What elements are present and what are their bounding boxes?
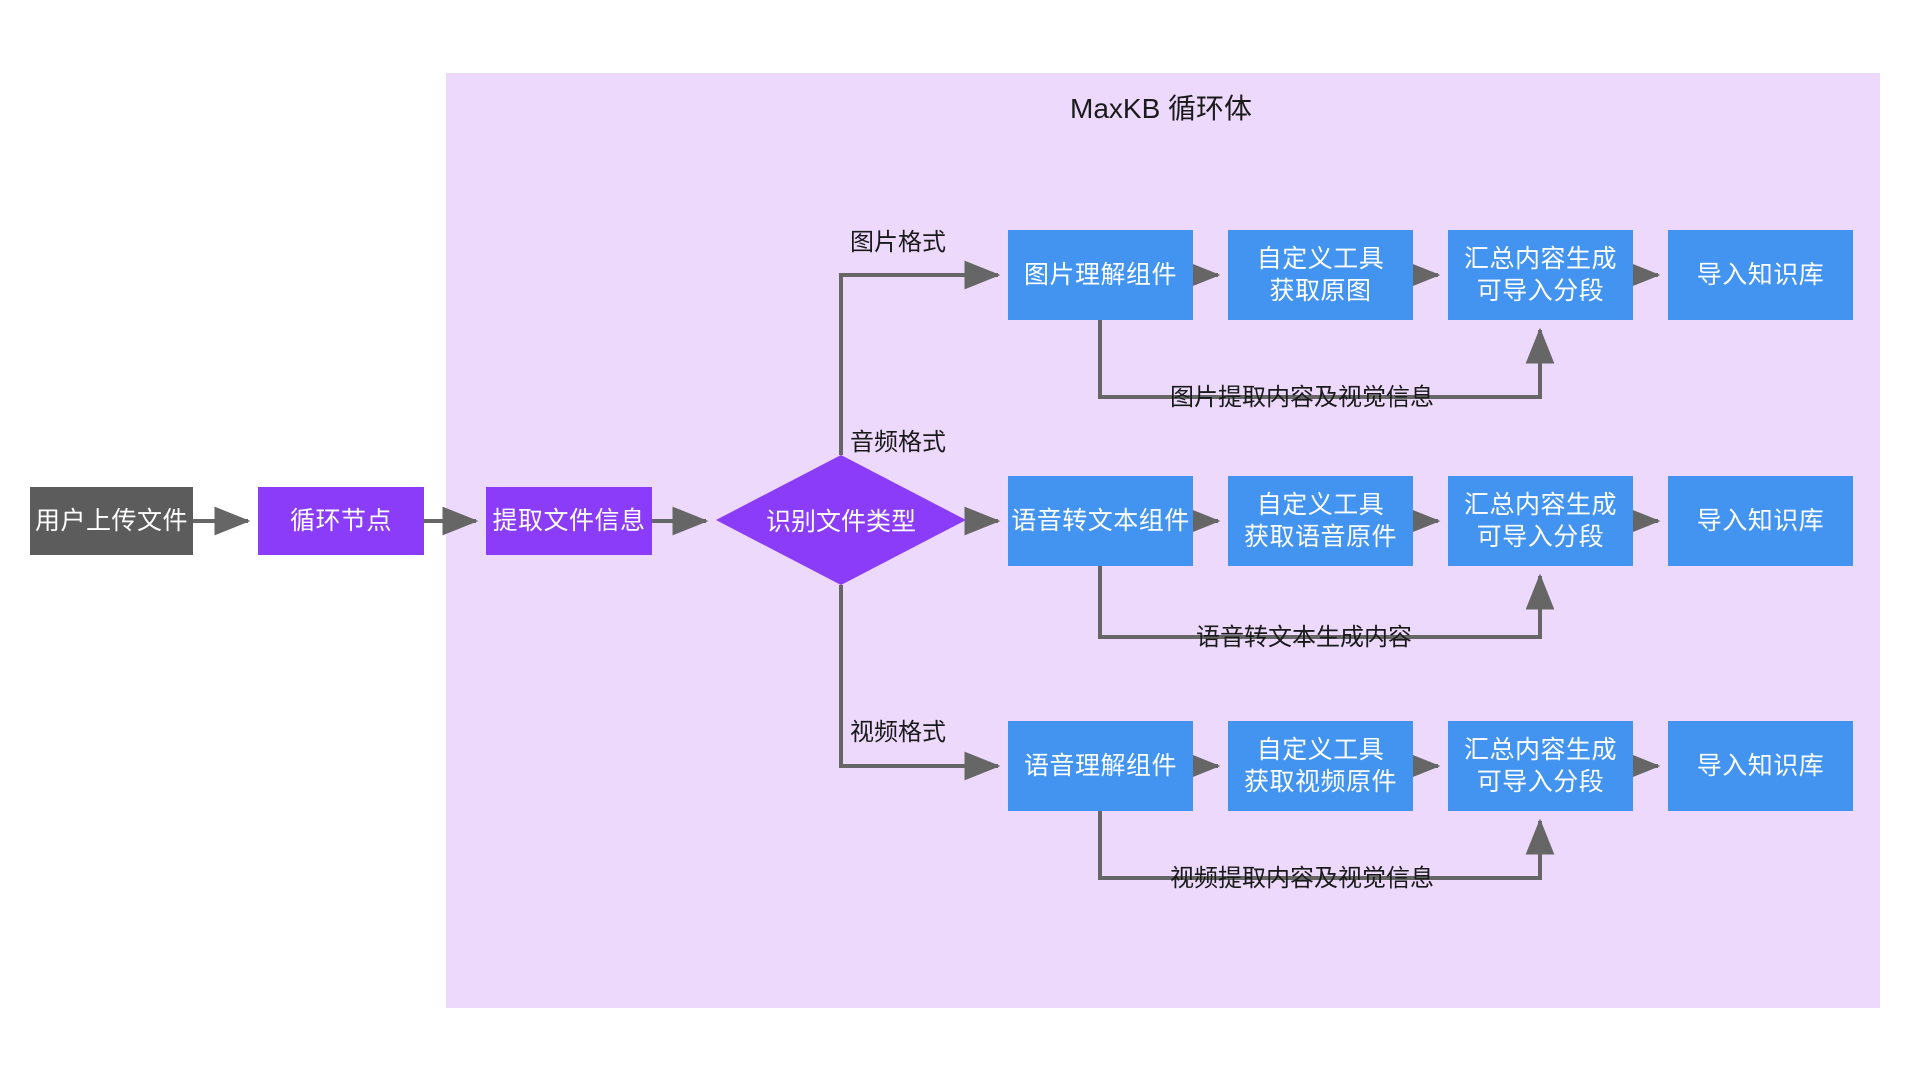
feedback-label-audio: 语音转文本生成内容: [1196, 624, 1412, 651]
feedback-label-video: 视频提取内容及视觉信息: [1170, 865, 1434, 892]
container-title: MaxKB 循环体: [1070, 93, 1253, 124]
feedback-label-image: 图片提取内容及视觉信息: [1170, 384, 1434, 411]
node-image-custom-tool[interactable]: 自定义工具 获取原图: [1228, 230, 1413, 320]
node-audio-custom-tool[interactable]: 自定义工具 获取语音原件: [1228, 476, 1413, 566]
node-extract-file-info[interactable]: 提取文件信息: [486, 487, 652, 555]
branch-label-audio: 音频格式: [850, 429, 946, 456]
node-image-import-kb[interactable]: 导入知识库: [1668, 230, 1853, 320]
node-audio-speech-to-text[interactable]: 语音转文本组件: [1008, 476, 1193, 566]
node-detect-file-type[interactable]: 识别文件类型: [716, 455, 966, 585]
node-image-summary[interactable]: 汇总内容生成 可导入分段: [1448, 230, 1633, 320]
decision-label: 识别文件类型: [765, 508, 916, 536]
node-audio-import-kb[interactable]: 导入知识库: [1668, 476, 1853, 566]
node-video-custom-tool[interactable]: 自定义工具 获取视频原件: [1228, 721, 1413, 811]
node-audio-summary[interactable]: 汇总内容生成 可导入分段: [1448, 476, 1633, 566]
node-image-understand[interactable]: 图片理解组件: [1008, 230, 1193, 320]
branch-label-video: 视频格式: [850, 719, 946, 746]
edge-detect-to-image: [839, 260, 1001, 455]
branch-label-image: 图片格式: [850, 229, 946, 256]
node-video-understand[interactable]: 语音理解组件: [1008, 721, 1193, 811]
node-user-upload-file[interactable]: 用户上传文件: [30, 487, 193, 555]
node-video-import-kb[interactable]: 导入知识库: [1668, 721, 1853, 811]
node-loop[interactable]: 循环节点: [258, 487, 424, 555]
edge-audio-feedback: [1098, 566, 1555, 639]
edge-video-feedback: [1098, 811, 1555, 880]
edge-group: [193, 260, 1661, 880]
edge-detect-to-video: [839, 585, 1001, 781]
edge-image-feedback: [1098, 320, 1555, 399]
node-video-summary[interactable]: 汇总内容生成 可导入分段: [1448, 721, 1633, 811]
